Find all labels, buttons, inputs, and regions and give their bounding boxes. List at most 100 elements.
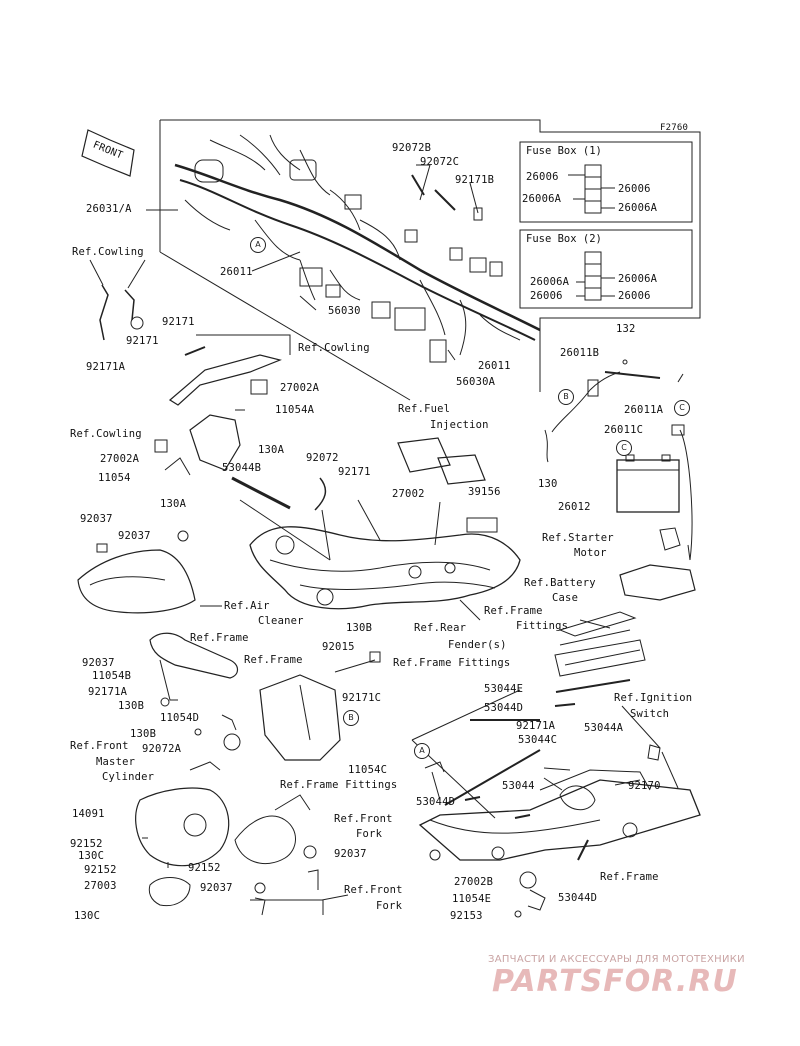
part-label: Ref.Frame: [190, 632, 249, 644]
part-label: Ref.Front: [344, 884, 403, 896]
part-label: Ref.Rear: [414, 622, 467, 634]
callout-a: A: [414, 743, 430, 759]
part-label: 11054: [98, 472, 131, 484]
fuse-box-1-left-0: 26006: [526, 171, 559, 183]
part-label: Ref.Cowling: [298, 342, 370, 354]
part-label: 27002A: [280, 382, 320, 394]
part-label: 92072: [306, 452, 339, 464]
part-label: 92171A: [88, 686, 128, 698]
fuse-box-2-left-0: 26006A: [530, 276, 570, 288]
part-label: 56030A: [456, 376, 496, 388]
part-label: 130A: [160, 498, 187, 510]
part-label: 27002: [392, 488, 425, 500]
part-label: 53044D: [484, 702, 524, 714]
part-label: Injection: [430, 419, 489, 431]
part-label: Switch: [630, 708, 670, 720]
part-label: 92171C: [342, 692, 382, 704]
part-label: 11054B: [92, 670, 132, 682]
part-label: 92037: [82, 657, 115, 669]
part-label: 92171B: [455, 174, 495, 186]
part-label: 53044D: [416, 796, 456, 808]
part-label: 92171A: [86, 361, 126, 373]
part-label: 11054E: [452, 893, 492, 905]
fuse-box-1-title: Fuse Box (1): [526, 145, 602, 157]
part-label: 26012: [558, 501, 591, 513]
part-label: 53044B: [222, 462, 262, 474]
part-label: 130C: [78, 850, 105, 862]
part-label: 130C: [74, 910, 101, 922]
part-label: 11054D: [160, 712, 200, 724]
part-label: 26011B: [560, 347, 600, 359]
part-label: Ref.Frame Fittings: [280, 779, 398, 791]
figure-code: F2760: [660, 123, 689, 133]
part-label: Ref.Frame: [600, 871, 659, 883]
fuse-box-2-right-0: 26006A: [618, 273, 658, 285]
part-label: Fork: [376, 900, 403, 912]
part-label: Cleaner: [258, 615, 304, 627]
part-label: 26011: [478, 360, 511, 372]
part-label: 92037: [80, 513, 113, 525]
fuse-box-1-left-1: 26006A: [522, 193, 562, 205]
part-label: Ref.Starter: [542, 532, 614, 544]
part-label: Ref.Frame Fittings: [393, 657, 511, 669]
part-label: 53044C: [518, 734, 558, 746]
part-label: Case: [552, 592, 579, 604]
part-label: Master: [96, 756, 136, 768]
fuse-box-2-left-1: 26006: [530, 290, 563, 302]
part-label: 92015: [322, 641, 355, 653]
part-label: Motor: [574, 547, 607, 559]
part-label: 92171A: [516, 720, 556, 732]
part-label: Ref.Battery: [524, 577, 596, 589]
callout-c: C: [674, 400, 690, 416]
part-label: 53044A: [584, 722, 624, 734]
fuse-box-1-right-0: 26006: [618, 183, 651, 195]
part-label: 26011: [220, 266, 253, 278]
part-label: Ref.Frame: [244, 654, 303, 666]
part-label: 92171: [338, 466, 371, 478]
part-label: 11054C: [348, 764, 388, 776]
part-label: 14091: [72, 808, 105, 820]
callout-a: A: [250, 237, 266, 253]
part-label: Fork: [356, 828, 383, 840]
part-label: 92171: [162, 316, 195, 328]
part-label: 53044D: [558, 892, 598, 904]
part-label: 53044: [502, 780, 535, 792]
part-label: Fittings: [516, 620, 569, 632]
part-label: 132: [616, 323, 636, 335]
part-label: 92171: [126, 335, 159, 347]
part-label: 27002B: [454, 876, 494, 888]
part-label: Fender(s): [448, 639, 507, 651]
part-label: Ref.Fuel: [398, 403, 451, 415]
part-label: 130: [538, 478, 558, 490]
part-label: 130B: [130, 728, 157, 740]
part-label: 11054A: [275, 404, 315, 416]
part-label: 92037: [334, 848, 367, 860]
part-label: Ref.Cowling: [70, 428, 142, 440]
part-label: 92152: [188, 862, 221, 874]
watermark-tagline: ЗАПЧАСТИ И АКСЕССУАРЫ ДЛЯ МОТОТЕХНИКИ: [488, 954, 745, 965]
part-label: 92072A: [142, 743, 182, 755]
part-label: 27002A: [100, 453, 140, 465]
part-label: 39156: [468, 486, 501, 498]
part-label: 56030: [328, 305, 361, 317]
callout-c: C: [616, 440, 632, 456]
fuse-box-2-right-1: 26006: [618, 290, 651, 302]
part-label: 92072B: [392, 142, 432, 154]
part-label: Ref.Ignition: [614, 692, 693, 704]
part-label: 92037: [118, 530, 151, 542]
watermark-logo: PARTSFOR.RU: [492, 964, 738, 999]
callout-b: B: [343, 710, 359, 726]
part-label: Ref.Front: [70, 740, 129, 752]
part-label: 130B: [346, 622, 373, 634]
part-label: 26011C: [604, 424, 644, 436]
fuse-box-2-title: Fuse Box (2): [526, 233, 602, 245]
part-label: 92170: [628, 780, 661, 792]
callout-b: B: [558, 389, 574, 405]
part-label: 26011A: [624, 404, 664, 416]
part-label: 130A: [258, 444, 285, 456]
part-label: Ref.Front: [334, 813, 393, 825]
part-label: 92152: [84, 864, 117, 876]
part-label: 26031/A: [86, 203, 132, 215]
part-label: 92153: [450, 910, 483, 922]
